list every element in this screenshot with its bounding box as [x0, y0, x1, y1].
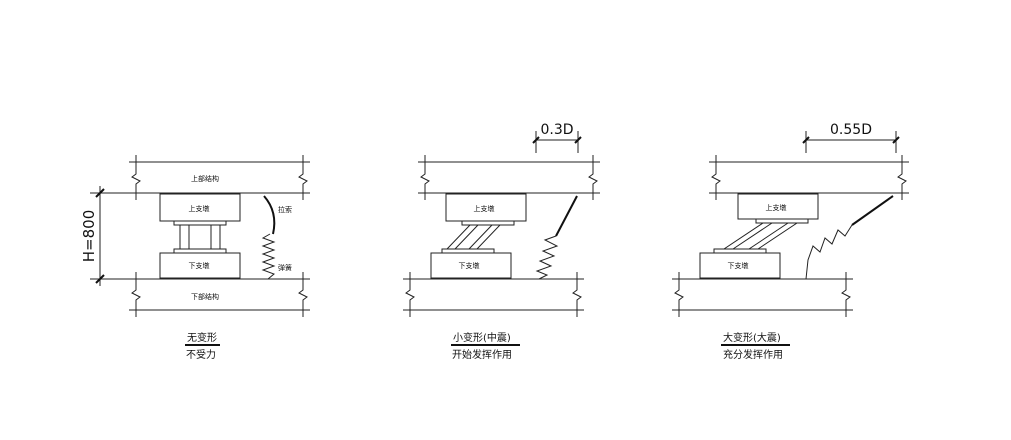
lower-pier-label: 下支墩: [728, 261, 749, 270]
lower-structure-slab: [672, 272, 853, 317]
caption-title: 小变形(中震): [453, 331, 511, 344]
isolation-bearing: [441, 220, 515, 254]
caption-subtitle: 不受力: [186, 348, 216, 361]
spring: [535, 235, 559, 280]
spring-label: 弹簧: [278, 263, 292, 272]
lower-structure-label: 下部结构: [191, 292, 219, 301]
upper-pier-label: 上支墩: [474, 204, 495, 213]
lower-structure-slab: [129, 272, 310, 317]
upper-structure-slab: [418, 155, 600, 200]
caption-title: 无变形: [187, 331, 217, 344]
panel-no-deformation: 上部结构 上支墩 下支墩 下部结构 拉索 弹簧: [80, 155, 310, 361]
spring: [261, 233, 276, 280]
tie-cable: [851, 195, 894, 226]
lower-pier-label: 下支墩: [189, 261, 210, 270]
offset-dimension: [802, 131, 900, 153]
lower-structure-slab: [403, 272, 584, 317]
panel-small-deformation: 0.3D 上支墩 下支墩 小变形(中震): [403, 122, 600, 361]
tie-cable: [555, 195, 578, 237]
lower-pier: [699, 252, 781, 279]
isolation-bearing: [713, 218, 809, 254]
upper-pier-label: 上支墩: [189, 204, 210, 213]
isolation-bearing: [173, 220, 227, 254]
caption-title: 大变形(大震): [723, 331, 781, 344]
height-dimension: [90, 186, 158, 286]
offset-dimension: [532, 131, 582, 153]
upper-structure-slab: [129, 155, 310, 200]
caption-subtitle: 充分发挥作用: [723, 348, 783, 361]
lower-pier: [159, 252, 241, 279]
tie-cable: [263, 195, 276, 235]
spring: [805, 224, 853, 280]
lower-pier-label: 下支墩: [459, 261, 480, 270]
tie-cable-label: 拉索: [278, 205, 292, 214]
height-dimension-label: H=800: [80, 210, 98, 262]
panel-large-deformation: 0.55D 上支墩 下支墩 大变形(大震) 充分发挥作用: [672, 122, 909, 361]
upper-pier-label: 上支墩: [766, 203, 787, 212]
upper-structure-slab: [709, 155, 909, 200]
caption-subtitle: 开始发挥作用: [452, 348, 512, 361]
lower-pier: [430, 252, 512, 279]
offset-dimension-label: 0.55D: [830, 122, 872, 138]
upper-structure-label: 上部结构: [191, 174, 219, 183]
offset-dimension-label: 0.3D: [540, 122, 573, 138]
